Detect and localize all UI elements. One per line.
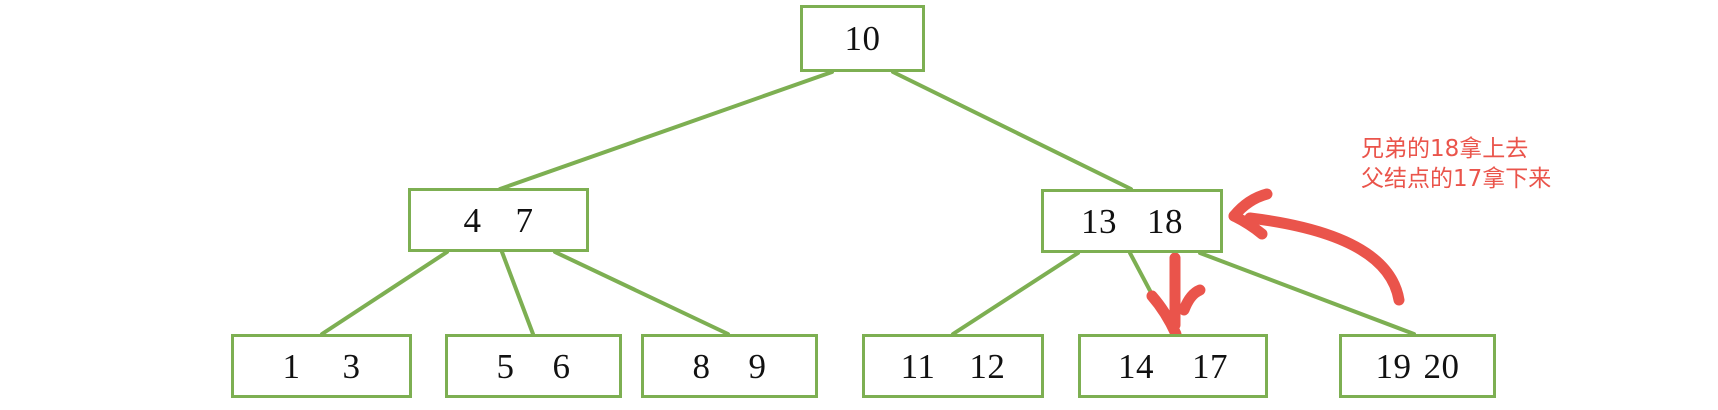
node-key: 6 xyxy=(552,346,571,386)
node-key: 18 xyxy=(1147,201,1183,241)
red-curved-arrow-shaft xyxy=(1244,212,1405,306)
node-key: 14 xyxy=(1118,346,1154,386)
red-note-line-2: 父结点的17拿下来 xyxy=(1361,166,1552,193)
node-key: 12 xyxy=(969,346,1006,386)
edge-right-to-leaf4 xyxy=(951,251,1080,336)
node-key: 8 xyxy=(692,346,711,386)
red-down-arrow-head-right xyxy=(1178,284,1206,316)
node-key: 13 xyxy=(1081,201,1117,241)
red-curved-arrow-head-lower xyxy=(1228,210,1268,240)
edge-left-to-leaf2 xyxy=(500,250,535,336)
node-keys: 11 12 xyxy=(901,349,1006,384)
edge-right-to-leaf6 xyxy=(1198,251,1416,336)
edge-root-to-left xyxy=(498,70,834,191)
node-key: 19 xyxy=(1375,346,1412,386)
edge-group xyxy=(320,70,1416,336)
node-key: 7 xyxy=(515,200,534,240)
node-key: 5 xyxy=(496,346,515,386)
node-key: 11 xyxy=(900,346,936,386)
node-key: 3 xyxy=(342,346,361,386)
node-key: 1 xyxy=(282,346,301,386)
edge-left-to-leaf1 xyxy=(320,250,449,336)
node-key: 9 xyxy=(748,346,767,386)
node-keys: 10 xyxy=(845,21,881,56)
leaf-node-11-12: 11 12 xyxy=(862,334,1044,398)
internal-node-right: 13 18 xyxy=(1041,189,1223,253)
node-key: 20 xyxy=(1423,346,1460,386)
node-keys: 13 18 xyxy=(1081,204,1183,239)
leaf-node-14-17: 14 17 xyxy=(1078,334,1268,398)
red-down-arrow-head-left xyxy=(1146,290,1182,340)
node-key: 10 xyxy=(844,19,881,58)
edge-left-to-leaf3 xyxy=(553,250,730,336)
node-key: 4 xyxy=(463,200,482,240)
node-keys: 14 17 xyxy=(1118,349,1228,384)
red-note: 兄弟的18拿上去 父结点的17拿下来 xyxy=(1361,134,1551,195)
edge-root-to-right xyxy=(891,70,1133,191)
red-note-line-1: 兄弟的18拿上去 xyxy=(1361,136,1529,162)
node-key: 17 xyxy=(1192,346,1228,386)
red-arrow-group xyxy=(1146,188,1405,340)
root-node: 10 xyxy=(800,5,925,72)
